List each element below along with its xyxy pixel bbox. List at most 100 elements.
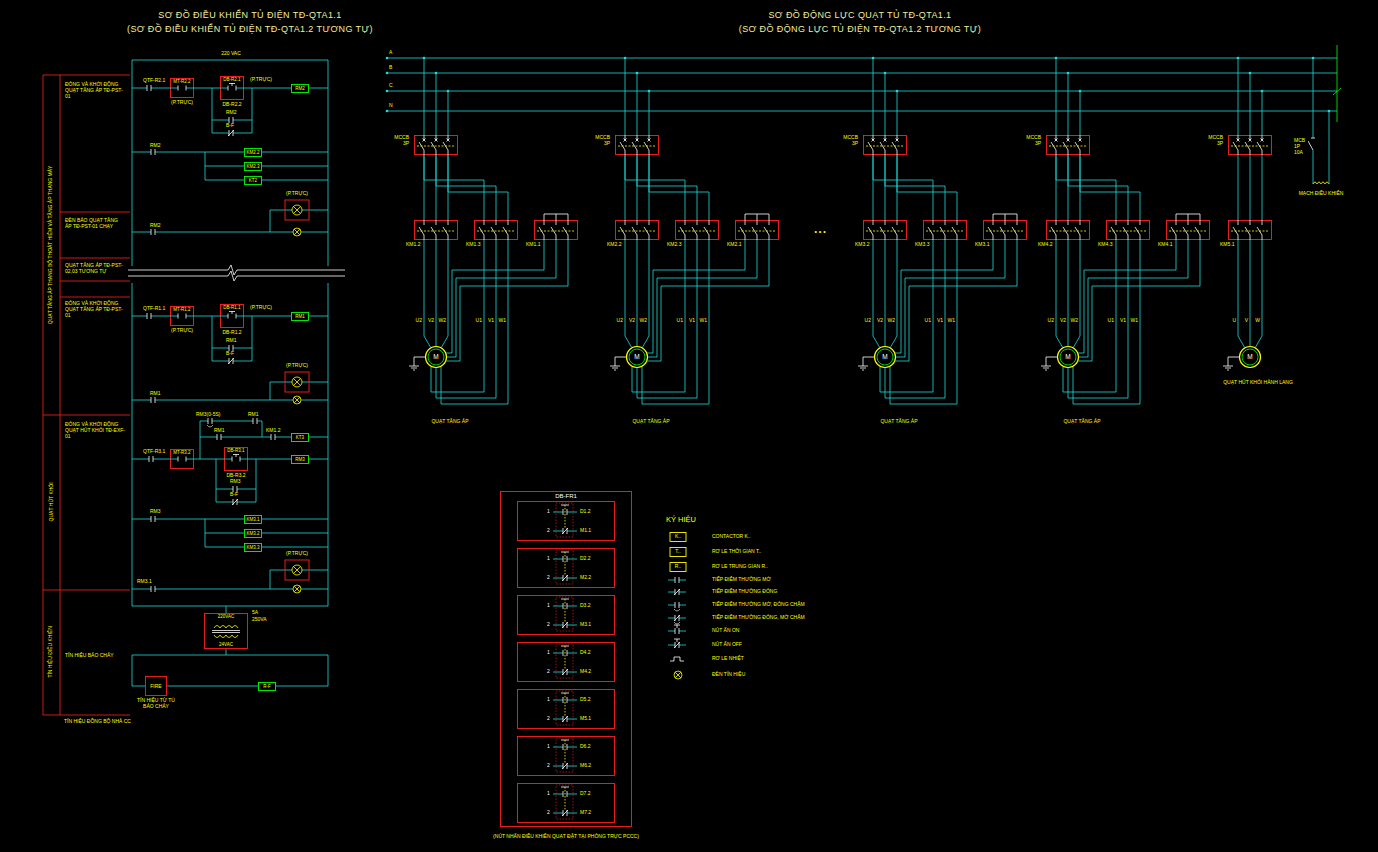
wire xyxy=(226,361,229,362)
pole-line xyxy=(993,235,994,240)
mccb-outline xyxy=(864,136,907,155)
wire-connector xyxy=(873,155,957,220)
km-text: KM3.3 xyxy=(915,242,929,248)
lamp-cross xyxy=(294,229,300,235)
pole-line xyxy=(1056,220,1057,225)
contact-bar xyxy=(679,577,680,583)
breaker-mark xyxy=(1079,139,1082,142)
annotation-label: TÍN HIỆU ĐIỀU KHIỂN xyxy=(48,626,54,677)
wire xyxy=(233,361,236,362)
km-text: KM4.1 xyxy=(1158,242,1172,248)
wire xyxy=(668,580,672,581)
pole-line xyxy=(1188,235,1189,240)
pole-line xyxy=(1080,220,1081,225)
lamp-cross xyxy=(294,586,300,592)
coil-outline xyxy=(245,148,262,156)
pole-line xyxy=(945,220,946,225)
wire xyxy=(553,653,560,654)
wire xyxy=(230,502,233,503)
coil-text: KT2 xyxy=(244,176,262,185)
wire xyxy=(679,618,682,619)
contact-bar xyxy=(155,149,156,155)
wire xyxy=(262,180,328,181)
button-head xyxy=(677,639,678,642)
mechanical-link xyxy=(926,231,964,232)
annotation-label: (SƠ ĐỒ ĐIỀU KHIỂN TỦ ĐIỆN TĐ-QTA1.2 TƯƠN… xyxy=(127,24,373,34)
contact-bar xyxy=(228,86,229,91)
red-box-outline xyxy=(171,450,194,469)
btn-box: 12D4.2M4.2 xyxy=(517,642,615,682)
lamp-cross xyxy=(294,379,301,386)
pole-line xyxy=(556,220,557,225)
contact-bar xyxy=(675,577,676,583)
pole-line xyxy=(544,235,545,240)
annotation-label: (NÚT NHẤN ĐIỀU KHIỂN QUẠT ĐẶT TẠI PHÒNG … xyxy=(493,834,639,840)
contact-bar xyxy=(217,434,218,440)
btn-text: 1 xyxy=(547,744,550,750)
breaker-mark xyxy=(896,139,899,142)
wire-connector xyxy=(1238,155,1262,220)
pole-line xyxy=(649,150,650,155)
wire xyxy=(262,421,263,437)
annotation-label: KÝ HIỆU xyxy=(666,516,696,525)
terminal-label: V xyxy=(1245,318,1248,324)
wire xyxy=(679,645,682,646)
btn-text: M6.2 xyxy=(580,763,591,769)
lamp-symbol xyxy=(674,671,682,679)
pole-line xyxy=(448,235,449,240)
mechanical-link xyxy=(1049,146,1087,147)
wire xyxy=(226,133,229,134)
terminal-label: W2 xyxy=(439,318,447,324)
wire xyxy=(155,589,158,590)
annotation-label: (P.TRỰC) xyxy=(171,328,193,334)
btn-text: D3.2 xyxy=(580,603,591,609)
wire xyxy=(553,512,560,513)
legend-coil-symbol xyxy=(670,548,686,557)
contact-bar xyxy=(563,697,564,703)
wire xyxy=(570,559,577,560)
wire xyxy=(560,512,563,513)
wire-gap xyxy=(560,763,570,769)
mccb-text: MCCB 3P xyxy=(1025,135,1041,147)
wire xyxy=(233,133,236,134)
wire-gap xyxy=(672,628,682,634)
junction-dot xyxy=(896,90,899,93)
wire xyxy=(553,794,560,795)
wire-gap xyxy=(672,602,682,608)
coil-box: RM3 xyxy=(291,455,309,464)
mccb-symbol xyxy=(1046,135,1090,155)
wire xyxy=(553,700,560,701)
button-link xyxy=(565,599,566,622)
wire xyxy=(146,459,149,460)
contact-bar xyxy=(563,556,564,562)
annotation-label: RM1 xyxy=(226,338,237,344)
wire xyxy=(567,578,570,579)
annotation-label: RM2 xyxy=(226,110,237,116)
wire xyxy=(560,766,563,767)
button-frame xyxy=(556,644,573,678)
annotation-label: QUẠT HÚT KHÓI HÀNH LANG xyxy=(1223,380,1293,386)
btn-text: 2 xyxy=(547,716,550,722)
wire xyxy=(132,606,328,607)
contact-slash xyxy=(674,589,680,595)
pole-line xyxy=(496,220,497,225)
wire xyxy=(567,606,570,607)
contact-bar xyxy=(275,434,276,440)
coil-outline xyxy=(245,515,262,523)
contact-bar xyxy=(567,697,568,703)
pole-line xyxy=(556,235,557,240)
lamp-cross xyxy=(294,567,301,574)
wire xyxy=(448,91,449,135)
lamp-symbol xyxy=(293,585,301,593)
pole-line xyxy=(424,220,425,225)
junction-dot xyxy=(386,90,389,93)
pole-line xyxy=(745,220,746,225)
mechanical-link xyxy=(417,146,455,147)
contact-bar xyxy=(236,314,237,319)
trafo-text: 220VAC xyxy=(204,614,248,619)
wire-connector xyxy=(244,88,291,89)
btn-text: M2.2 xyxy=(580,575,591,581)
terminal-label: V1 xyxy=(1120,318,1126,324)
annotation-label: (P.TRỰC) xyxy=(286,363,308,369)
annotation-label: MCB 1P 10A xyxy=(1294,138,1308,155)
